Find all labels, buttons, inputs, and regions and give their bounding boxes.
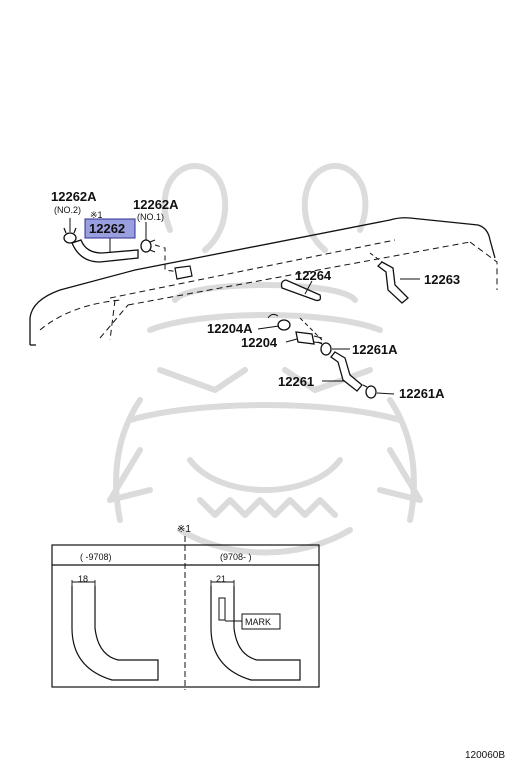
detail-box: ※1 ( -9708) (9708- ) 18 21 MARK [51, 524, 320, 690]
diagram-code: 120060B [465, 750, 505, 761]
head-cover-outline [29, 217, 498, 346]
label-no1: (NO.1) [137, 212, 164, 222]
label-12261: 12261 [278, 374, 314, 389]
detail-right-header: (9708- ) [220, 552, 252, 562]
clamp-no1-icon [140, 239, 156, 253]
clamp-no2-icon [63, 227, 77, 244]
gasket-12204a-icon [277, 319, 291, 331]
mark-label: MARK [245, 617, 271, 627]
clamp-12261a-lower-icon [362, 384, 377, 399]
valve-leader [299, 317, 323, 341]
hose-12263-end [369, 252, 383, 263]
label-12264: 12264 [295, 268, 332, 283]
detail-right-dimension: 21 [216, 574, 226, 584]
label-12204: 12204 [241, 335, 278, 350]
label-12204a: 12204A [207, 321, 253, 336]
leader-lines [69, 218, 420, 395]
label-12262a-no1: 12262A [133, 197, 179, 212]
label-no2: (NO.2) [54, 205, 81, 215]
outlet-nipple [174, 265, 193, 280]
detail-left-hose [71, 586, 159, 681]
label-12263: 12263 [424, 272, 460, 287]
gasket-arrow [267, 313, 279, 319]
hose-12263 [377, 261, 409, 304]
detail-marker: ※1 [177, 524, 191, 535]
clamp-12261a-upper-icon [317, 341, 332, 356]
leader-clamp-no1 [154, 244, 181, 273]
detail-left-dimension: 18 [78, 574, 88, 584]
hose-12262 [71, 239, 139, 263]
label-12261a-upper: 12261A [352, 342, 398, 357]
hose-12261 [330, 351, 363, 392]
detail-right-hose [210, 586, 301, 681]
mark-indicator [218, 597, 226, 621]
label-12261a-lower: 12261A [399, 386, 445, 401]
note-marker-main: ※1 [90, 210, 103, 220]
highlight-box-12262[interactable] [84, 218, 136, 239]
label-12262[interactable]: 12262 [89, 221, 125, 236]
detail-left-header: ( -9708) [80, 552, 112, 562]
hose-12264 [280, 279, 322, 302]
watermark-emblem [107, 163, 423, 556]
label-12262a-no2: 12262A [51, 189, 97, 204]
